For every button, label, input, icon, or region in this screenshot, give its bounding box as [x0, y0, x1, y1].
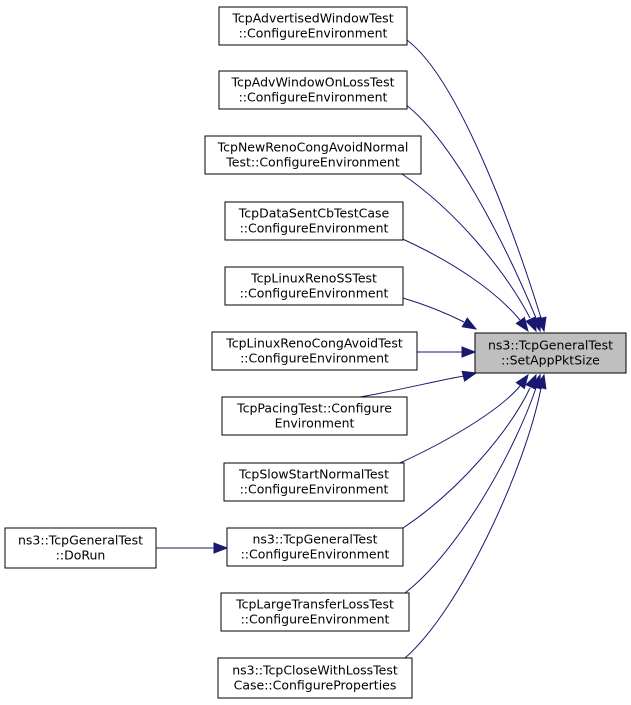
node-label-line: ns3::TcpCloseWithLossTest — [232, 663, 398, 678]
node-label-line: TcpAdvWindowOnLossTest — [230, 75, 394, 90]
node-box — [474, 332, 627, 374]
caller-node-n4[interactable]: TcpDataSentCbTestCase::ConfigureEnvironm… — [224, 201, 404, 241]
edge-n4-to-target — [397, 236, 529, 333]
caller-node-n8[interactable]: TcpSlowStartNormalTest::ConfigureEnviron… — [223, 462, 405, 502]
node-box — [223, 462, 405, 502]
edge-line — [402, 297, 465, 323]
node-box — [221, 396, 408, 436]
edge-n3-to-target — [401, 173, 537, 333]
node-label-line: ::DoRun — [56, 548, 106, 563]
node-label-line: ns3::TcpGeneralTest — [252, 532, 377, 547]
edges-layer — [156, 37, 547, 659]
edge-n5-to-target — [402, 297, 478, 330]
node-label-line: Environment — [275, 416, 355, 431]
node-label-line: ::ConfigureEnvironment — [240, 286, 389, 301]
arrowhead-icon — [515, 373, 529, 390]
arrowhead-icon — [525, 316, 537, 333]
edge-line — [399, 385, 521, 464]
edge-line — [402, 387, 531, 529]
edge-n10-to-target — [404, 373, 542, 594]
node-box — [218, 70, 408, 110]
edge-line — [403, 37, 542, 319]
nodes-layer: ns3::TcpGeneralTest::SetAppPktSize TcpAdv… — [4, 6, 627, 699]
caller-node-n11[interactable]: ns3::TcpCloseWithLossTestCase::Configure… — [217, 657, 413, 699]
caller-node-n10[interactable]: TcpLargeTransferLossTest::ConfigureEnvir… — [220, 592, 410, 632]
node-label-line: ::ConfigureEnvironment — [239, 26, 388, 41]
node-label-line: ns3::TcpGeneralTest — [18, 533, 143, 548]
node-label-line: TcpLinuxRenoCongAvoidTest — [225, 336, 403, 351]
node-label-line: ::ConfigureEnvironment — [241, 612, 390, 627]
arrowhead-icon — [461, 370, 478, 382]
node-box — [224, 266, 404, 306]
node-box — [220, 592, 410, 632]
caller-node-n7[interactable]: TcpPacingTest::ConfigureEnvironment — [221, 396, 408, 436]
node-box — [4, 527, 157, 569]
node-label-line: TcpNewRenoCongAvoidNormal — [217, 140, 409, 155]
edge-n6-to-target — [417, 346, 477, 358]
node-label-line: TcpSlowStartNormalTest — [238, 467, 389, 482]
node-label-line: ::SetAppPktSize — [501, 353, 600, 368]
caller-node-n6[interactable]: TcpLinuxRenoCongAvoidTest::ConfigureEnvi… — [211, 331, 418, 371]
arrowhead-icon — [461, 317, 478, 330]
node-box — [226, 527, 404, 567]
edge-line — [404, 103, 537, 319]
node-label-line: TcpAdvertisedWindowTest — [231, 11, 393, 26]
target-function-node[interactable]: ns3::TcpGeneralTest::SetAppPktSize — [474, 332, 627, 374]
edge-line — [404, 387, 537, 594]
edge-dorun-to-n9 — [156, 542, 229, 554]
node-label-line: Test::ConfigureEnvironment — [225, 155, 400, 170]
edge-n1-to-target — [403, 37, 547, 333]
node-label-line: TcpLinuxRenoSSTest — [250, 271, 377, 286]
edge-n7-to-target — [359, 370, 478, 398]
node-label-line: ::ConfigureEnvironment — [239, 90, 388, 105]
node-label-line: TcpDataSentCbTestCase — [238, 206, 390, 221]
node-box — [224, 201, 404, 241]
node-box — [204, 135, 422, 175]
arrowhead-icon — [515, 316, 529, 333]
caller-node-n9[interactable]: ns3::TcpGeneralTest::ConfigureEnvironmen… — [226, 527, 404, 567]
node-label-line: TcpPacingTest::Configure — [236, 401, 392, 416]
node-label-line: ::ConfigureEnvironment — [240, 482, 389, 497]
edge-line — [397, 236, 521, 321]
node-label-line: ns3::TcpGeneralTest — [488, 338, 613, 353]
edge-line — [401, 173, 531, 319]
edge-line — [359, 375, 465, 398]
node-box — [211, 331, 418, 371]
node-box — [217, 657, 413, 699]
arrowhead-icon — [213, 542, 229, 554]
caller-node-n2[interactable]: TcpAdvWindowOnLossTest::ConfigureEnviron… — [218, 70, 408, 110]
node-label-line: ::ConfigureEnvironment — [241, 547, 390, 562]
node-label-line: ::ConfigureEnvironment — [240, 221, 389, 236]
node-label-line: TcpLargeTransferLossTest — [235, 597, 394, 612]
edge-line — [404, 387, 542, 659]
node-box — [218, 6, 408, 46]
caller-node-n3[interactable]: TcpNewRenoCongAvoidNormalTest::Configure… — [204, 135, 422, 175]
caller-node-n5[interactable]: TcpLinuxRenoSSTest::ConfigureEnvironment — [224, 266, 404, 306]
arrowhead-icon — [461, 346, 477, 358]
caller-node-n1[interactable]: TcpAdvertisedWindowTest::ConfigureEnviro… — [218, 6, 408, 46]
node-label-line: Case::ConfigureProperties — [234, 678, 397, 693]
caller-node-dorun[interactable]: ns3::TcpGeneralTest::DoRun — [4, 527, 157, 569]
edge-n11-to-target — [404, 373, 547, 659]
edge-n8-to-target — [399, 373, 529, 464]
arrowhead-icon — [535, 373, 547, 390]
node-label-line: ::ConfigureEnvironment — [240, 351, 389, 366]
